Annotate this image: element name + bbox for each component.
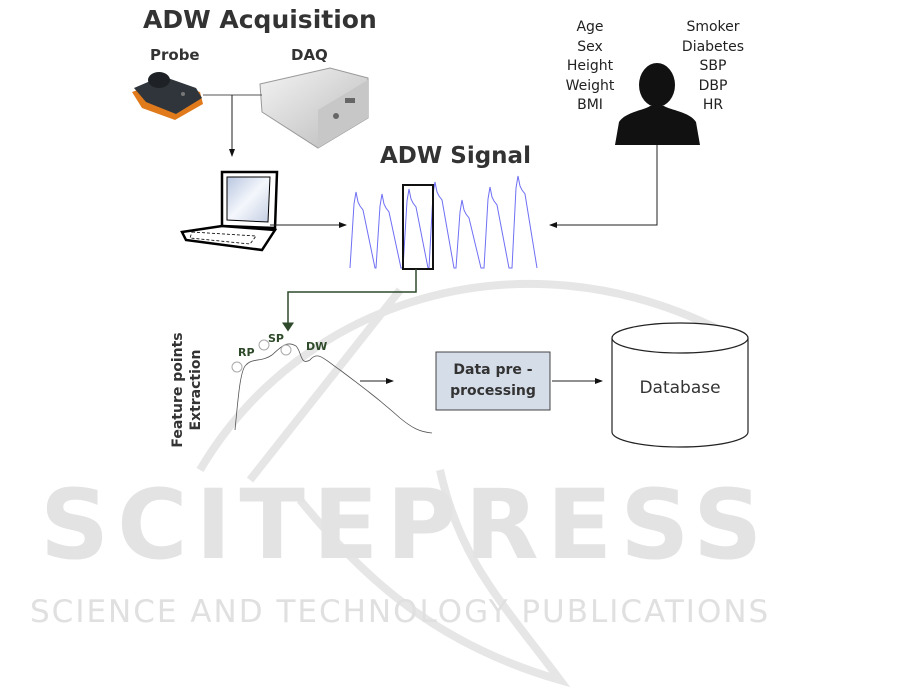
attr-bmi: BMI: [577, 97, 603, 113]
selected-beat-box: [402, 184, 434, 270]
waveform-line: [349, 175, 538, 269]
dw-label: DW: [306, 340, 328, 353]
adw-waveform: [349, 175, 538, 269]
attr-age: Age: [576, 19, 604, 35]
feature-title-line2: Extraction: [188, 349, 204, 431]
probe-icon: [132, 72, 203, 120]
database-label: Database: [639, 378, 721, 398]
attr-sbp: SBP: [699, 58, 727, 74]
extraction-arrow: [282, 269, 417, 332]
attr-height: Height: [566, 58, 614, 74]
laptop-icon: [180, 170, 279, 252]
preprocessing-line1: Data pre -: [453, 362, 533, 378]
rp-label: RP: [238, 346, 255, 359]
probe-label: Probe: [150, 46, 200, 64]
person-silhouette-icon: [615, 63, 700, 145]
attr-weight: Weight: [565, 77, 615, 94]
attr-sex: Sex: [577, 38, 603, 55]
attr-diabetes: Diabetes: [681, 38, 745, 55]
rp-marker: [231, 361, 243, 373]
feature-curve: [234, 343, 433, 434]
patient-attributes-right: Smoker Diabetes SBP DBP HR: [673, 18, 753, 116]
attr-dbp: DBP: [698, 77, 728, 94]
acquisition-title: ADW Acquisition: [143, 5, 377, 34]
sp-label: SP: [268, 332, 284, 345]
daq-label: DAQ: [291, 46, 328, 64]
sp-marker: [258, 339, 270, 351]
watermark-scitepress: SCITEPRESS: [40, 469, 771, 581]
preprocessing-line2: processing: [450, 383, 536, 399]
attr-smoker: Smoker: [686, 19, 740, 35]
patient-attributes-left: Age Sex Height Weight BMI: [550, 18, 630, 116]
feature-extraction-title: Feature points Extraction: [169, 325, 205, 455]
watermark-subtitle: SCIENCE AND TECHNOLOGY PUBLICATIONS: [30, 594, 771, 630]
signal-title: ADW Signal: [380, 143, 531, 169]
feature-title-line1: Feature points: [170, 332, 186, 448]
daq-icon: [259, 67, 369, 149]
database-cylinder-icon: [611, 322, 749, 448]
attr-hr: HR: [702, 97, 724, 113]
dw-marker: [280, 344, 292, 356]
preprocessing-text: Data pre - processing: [436, 360, 550, 402]
diagram-graphics: [132, 63, 749, 448]
preprocessing-box: [435, 351, 551, 411]
